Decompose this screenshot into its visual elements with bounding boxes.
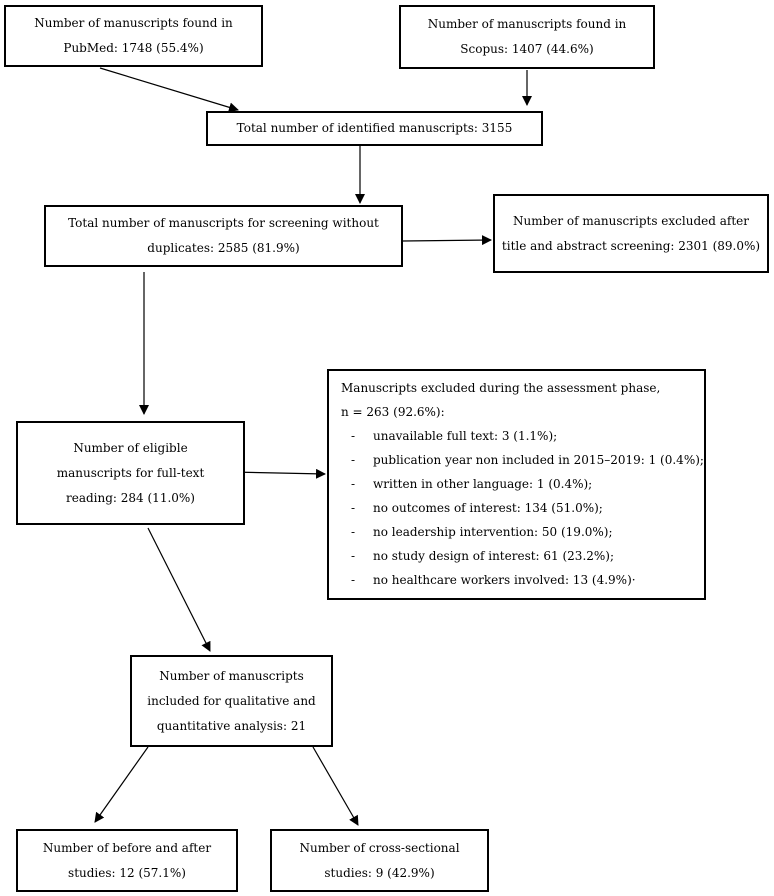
exclusion-reason: -publication year non included in 2015–2… [341, 448, 704, 472]
exclusion-reasons-list: -unavailable full text: 3 (1.1%); -publi… [341, 424, 704, 592]
bullet-dash: - [351, 429, 356, 443]
pubmed-box: Number of manuscripts found in PubMed: 1… [4, 5, 263, 67]
bullet-dash: - [351, 477, 356, 491]
included-box: Number of manuscripts included for quali… [130, 655, 333, 747]
bullet-dash: - [351, 501, 356, 515]
included-line3: quantitative analysis: 21 [156, 718, 307, 733]
arrow-screening-to-excluded [402, 235, 492, 246]
eligible-line2: manuscripts for full-text [56, 465, 205, 480]
arrow-included-to-cross-sectional [312, 746, 359, 826]
exclusion-reason: -no study design of interest: 61 (23.2%)… [341, 544, 694, 568]
scopus-line2: Scopus: 1407 (44.6%) [460, 42, 594, 56]
cross-sectional-line2: studies: 9 (42.9%) [324, 865, 435, 880]
arrow-eligible-to-included [147, 527, 211, 652]
scopus-box: Number of manuscripts found in Scopus: 1… [399, 5, 655, 69]
exclusion-reason: -no leadership intervention: 50 (19.0%); [341, 520, 694, 544]
bullet-dash: - [351, 525, 356, 539]
eligible-box: Number of eligible manuscripts for full-… [16, 421, 245, 525]
total-line1: Total number of identified manuscripts: … [236, 121, 513, 135]
arrow-eligible-to-excluded [229, 468, 326, 479]
included-line2: included for qualitative and [147, 693, 316, 708]
excluded-assessment-line1: Manuscripts excluded during the assessme… [341, 381, 661, 395]
exclusion-reason: -no outcomes of interest: 134 (51.0%); [341, 496, 694, 520]
before-after-box: Number of before and after studies: 12 (… [16, 829, 238, 892]
excluded-assessment-box: Manuscripts excluded during the assessme… [327, 369, 706, 600]
cross-sectional-line1: Number of cross-sectional [299, 840, 460, 855]
arrow-included-to-before-after [94, 746, 149, 823]
exclusion-reason: -unavailable full text: 3 (1.1%); [341, 424, 694, 448]
cross-sectional-box: Number of cross-sectional studies: 9 (42… [270, 829, 489, 892]
included-line1: Number of manuscripts [159, 668, 304, 683]
arrow-pubmed-to-total [99, 67, 239, 113]
pubmed-line1: Number of manuscripts found in [34, 16, 233, 30]
eligible-line1: Number of eligible [73, 440, 188, 455]
exclusion-reason: -no healthcare workers involved: 13 (4.9… [341, 568, 694, 592]
exclusion-reason: -written in other language: 1 (0.4%); [341, 472, 694, 496]
screening-box: Total number of manuscripts for screenin… [44, 205, 403, 267]
screening-line1: Total number of manuscripts for screenin… [68, 216, 379, 230]
before-after-line2: studies: 12 (57.1%) [68, 865, 186, 880]
scopus-line1: Number of manuscripts found in [427, 17, 627, 31]
bullet-dash: - [351, 549, 356, 563]
excluded-title-line2: title and abstract screening: 2301 (89.0… [501, 238, 761, 253]
before-after-line1: Number of before and after [42, 840, 212, 855]
excluded-title-abstract-box: Number of manuscripts excluded after tit… [493, 194, 769, 273]
bullet-dash: - [351, 573, 356, 587]
eligible-line3: reading: 284 (11.0%) [66, 490, 195, 505]
excluded-assessment-line2: n = 263 (92.6%): [341, 405, 445, 419]
bullet-dash: - [351, 453, 356, 467]
excluded-title-line1: Number of manuscripts excluded after [512, 213, 750, 228]
screening-line2: duplicates: 2585 (81.9%) [147, 241, 300, 255]
pubmed-line2: PubMed: 1748 (55.4%) [63, 41, 204, 55]
total-identified-box: Total number of identified manuscripts: … [206, 111, 543, 146]
